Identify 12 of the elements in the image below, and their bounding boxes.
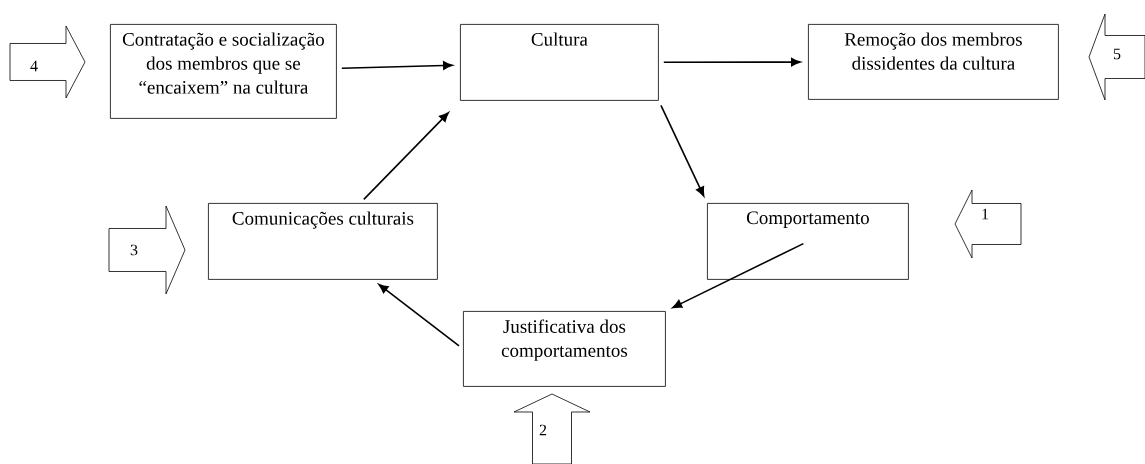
process-box: Cultura bbox=[460, 24, 659, 101]
process-box: Remoção dos membros dissidentes da cultura bbox=[808, 24, 1059, 100]
process-box: Contratação e socialização dos membros que se “encaixem” na cultura bbox=[110, 24, 337, 119]
arrow bbox=[378, 283, 460, 347]
arrow bbox=[660, 104, 705, 197]
process-box: Justificativa dos comportamentos bbox=[463, 311, 666, 387]
arrow bbox=[363, 112, 449, 201]
arrow bbox=[341, 61, 453, 70]
arrow bbox=[663, 57, 801, 67]
process-box: Comunicações culturais bbox=[208, 203, 438, 280]
process-box: Comportamento bbox=[707, 203, 909, 280]
arrow bbox=[672, 242, 805, 309]
